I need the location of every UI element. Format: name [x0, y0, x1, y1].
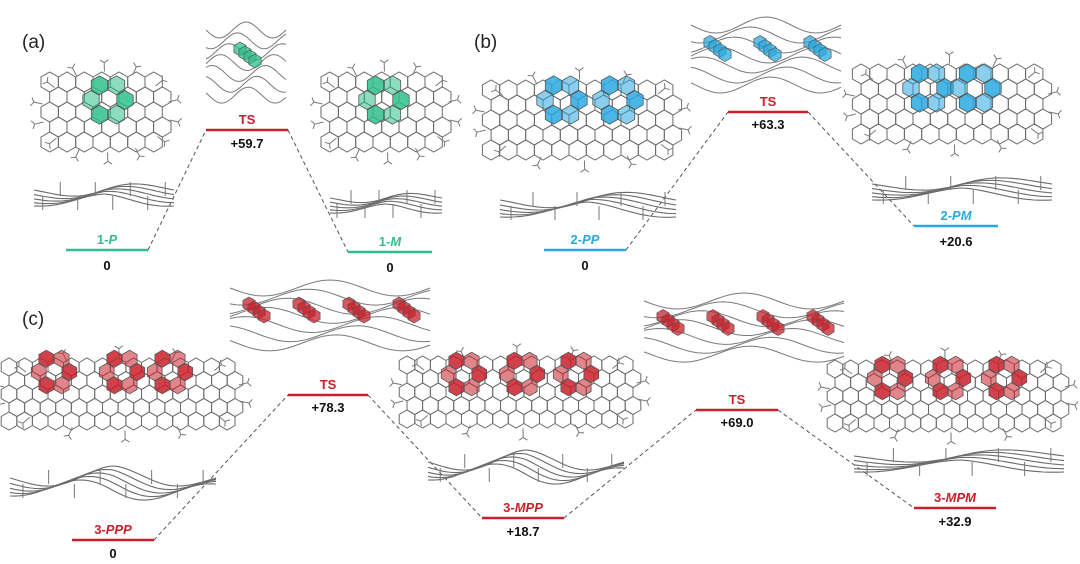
molecule-3MPP-side: [427, 449, 625, 485]
level-name-3MPM: 3-MPM: [934, 490, 977, 505]
molecule-3MPM-top: [817, 347, 1079, 445]
level-name-TS-c2: TS: [729, 392, 746, 407]
molecule-TS-c1: [229, 279, 431, 352]
molecule-1P-side: [33, 182, 175, 210]
molecule-TS-b: [690, 16, 842, 94]
level-energy-1P: 0: [103, 258, 110, 273]
level-name-3PPP: 3-PPP: [94, 522, 132, 537]
level-energy-3MPM: +32.9: [939, 514, 972, 529]
level-energy-2PM: +20.6: [940, 234, 973, 249]
molecule-3MPM-side: [853, 448, 1065, 476]
molecule-3PPP-top: [0, 345, 253, 443]
molecule-2PP-top: [472, 67, 692, 173]
level-name-TS-c1: TS: [320, 377, 337, 392]
level-name-1P: 1-P: [97, 232, 118, 247]
molecule-1M-top: [310, 59, 462, 165]
level-name-2PP: 2-PP: [571, 232, 600, 247]
molecule-2PM-side: [871, 176, 1053, 204]
level-energy-TS-a: +59.7: [231, 136, 264, 151]
level-energy-1M: 0: [386, 260, 393, 275]
molecule-2PM-top: [842, 51, 1062, 157]
molecule-3MPP-top: [389, 343, 651, 441]
molecule-TS-a: [205, 21, 287, 104]
level-energy-TS-b: +63.3: [752, 117, 785, 132]
panel-label-a: (a): [22, 32, 45, 53]
level-energy-3MPP: +18.7: [507, 524, 540, 539]
level-energy-TS-c1: +78.3: [312, 400, 345, 415]
energy-levels: 1-P 0 TS +59.7 1-M 0 2-PP 0 TS +63.3 2-P…: [66, 94, 998, 561]
level-energy-TS-c2: +69.0: [721, 415, 754, 430]
panel-label-c: (c): [22, 309, 44, 330]
panel-label-b: (b): [474, 32, 497, 53]
molecule-1P-top: [30, 59, 182, 165]
level-name-3MPP: 3-MPP: [503, 500, 543, 515]
connectors: [147, 111, 915, 541]
molecule-TS-c2: [643, 292, 845, 363]
level-name-TS-b: TS: [760, 94, 777, 109]
molecule-illustrations: [0, 16, 1079, 501]
level-name-2PM: 2-PM: [940, 208, 972, 223]
level-energy-2PP: 0: [581, 258, 588, 273]
level-energy-3PPP: 0: [109, 546, 116, 561]
molecule-3PPP-side: [9, 465, 217, 501]
level-name-1M: 1-M: [379, 234, 403, 249]
molecule-2PP-side: [499, 191, 677, 220]
level-name-TS-a: TS: [239, 112, 256, 127]
molecule-1M-side: [329, 190, 443, 218]
